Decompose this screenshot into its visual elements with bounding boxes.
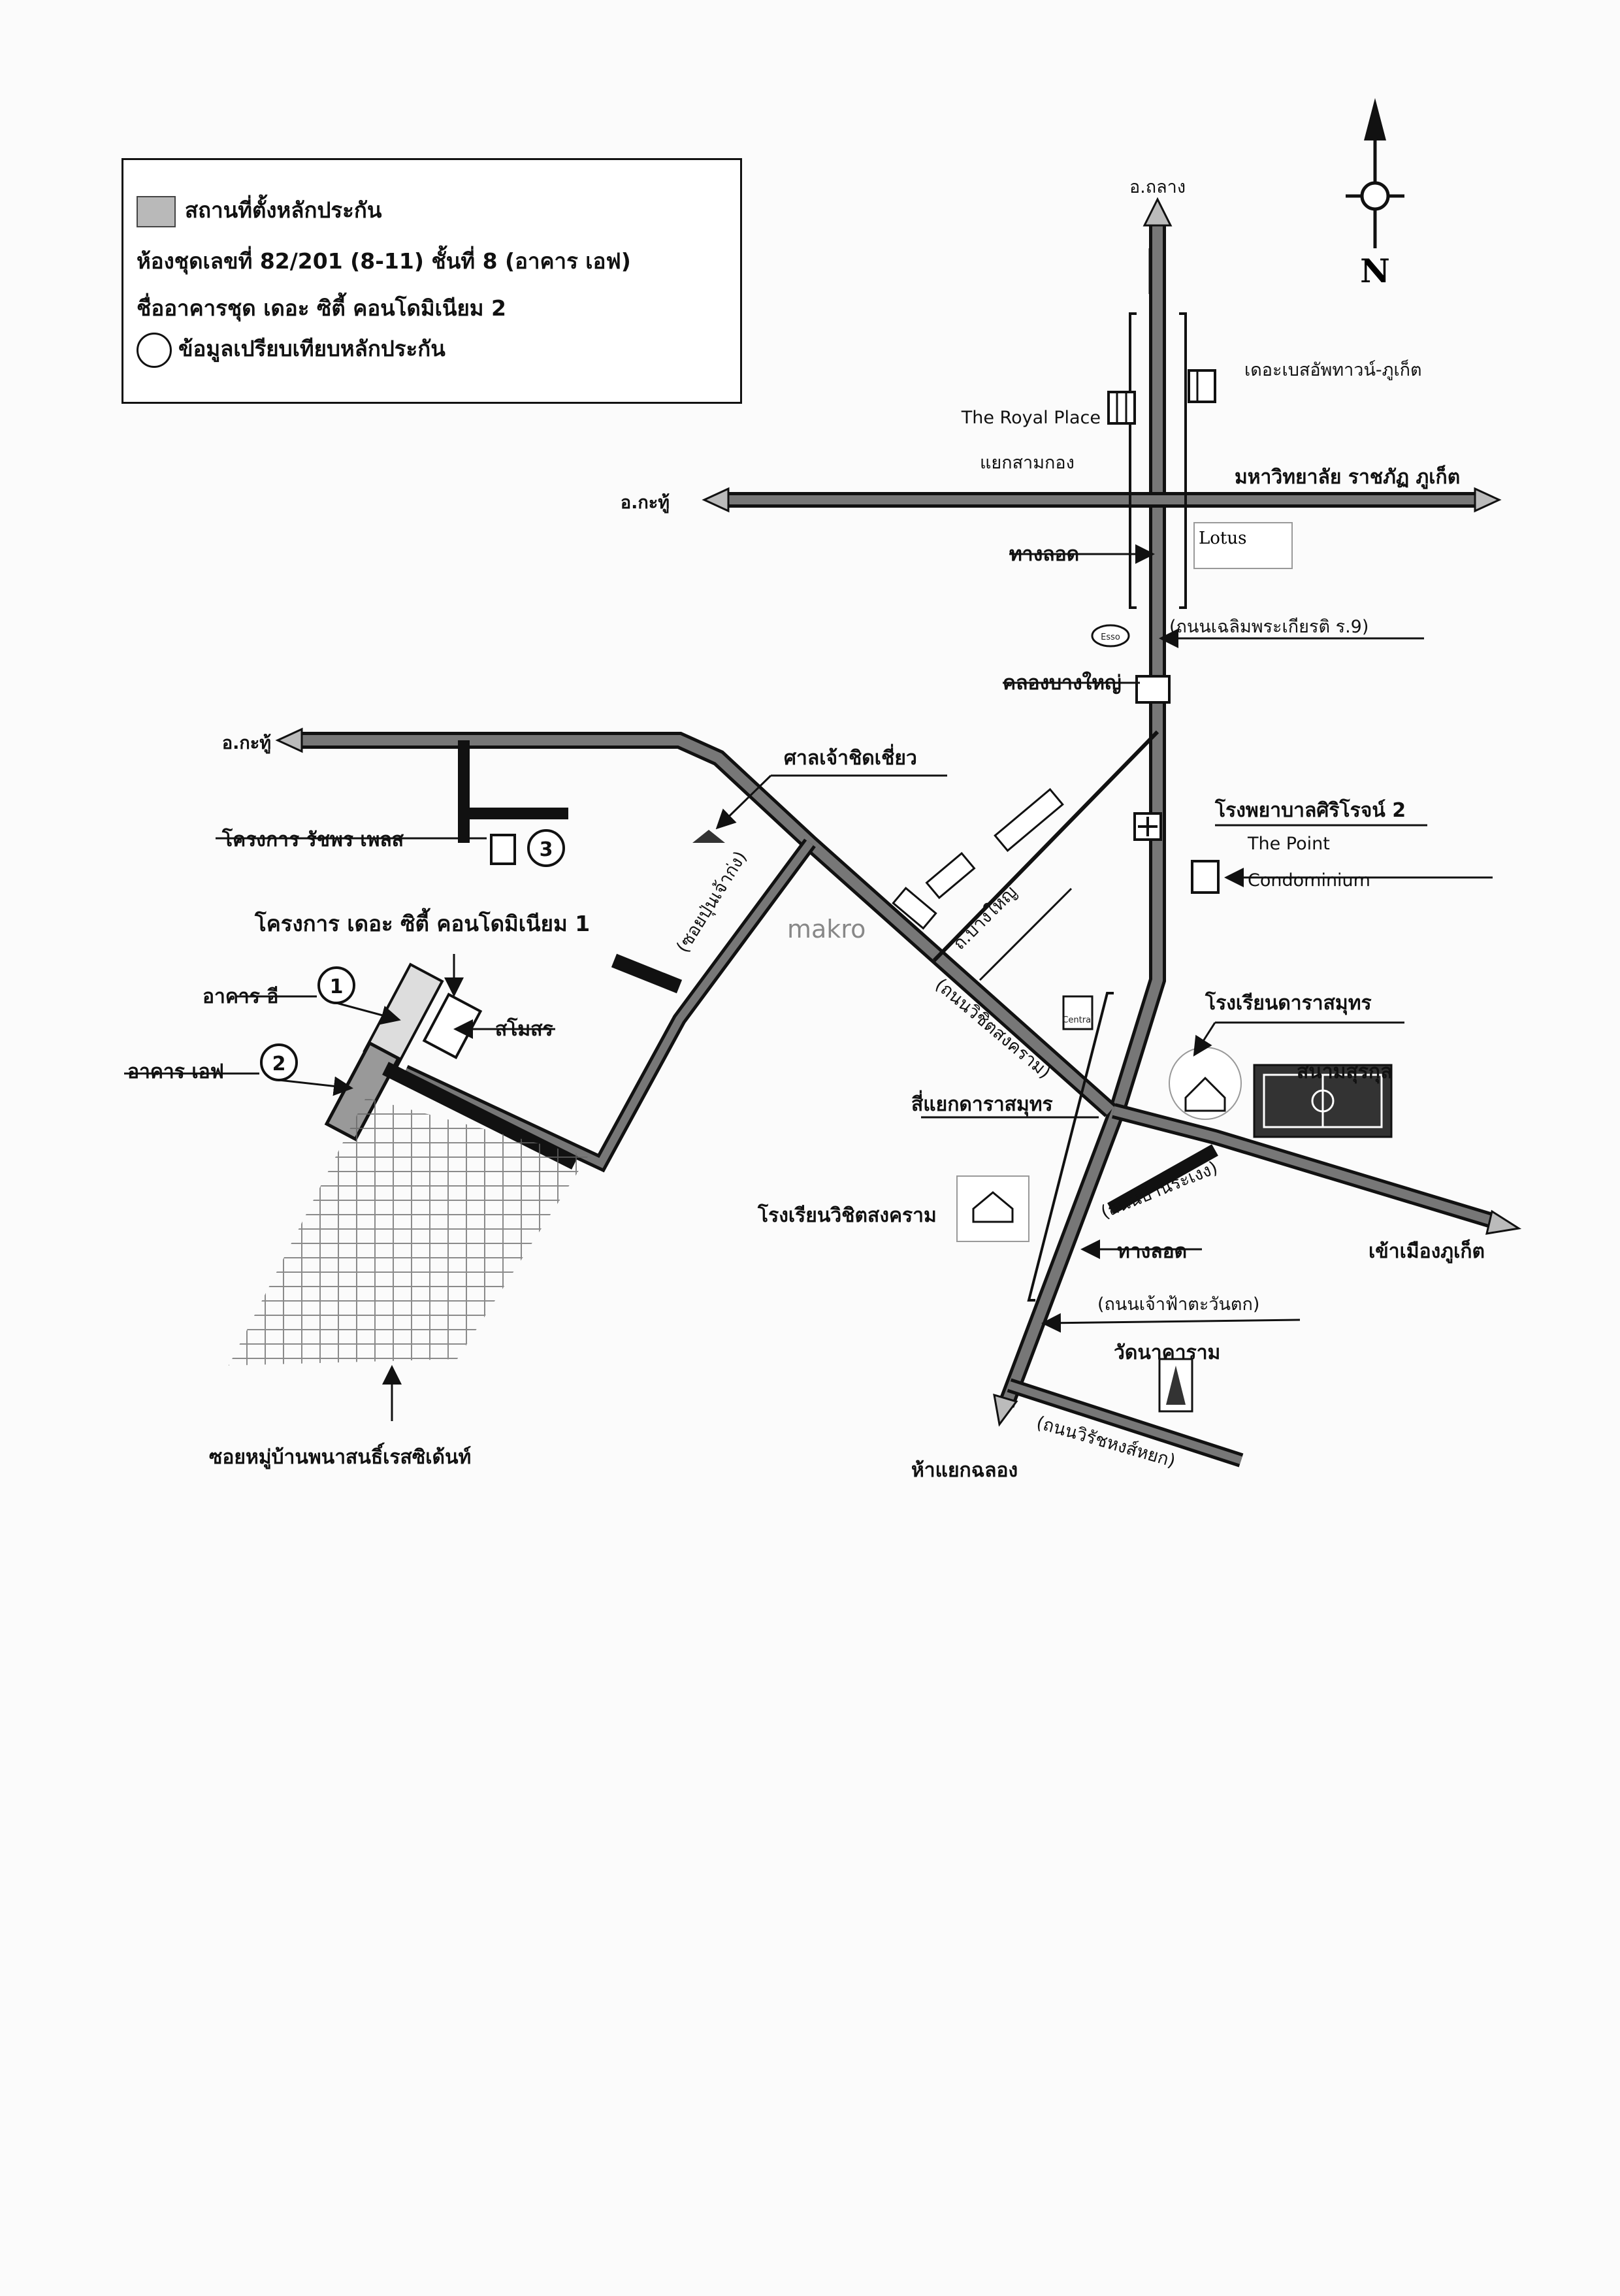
north-label: N: [1360, 252, 1390, 290]
central-label: Central: [1062, 1015, 1093, 1025]
dara-junction-label: สี่แยกดาราสมุทร: [911, 1090, 1053, 1117]
comparison-circle-icon: [137, 332, 172, 368]
royal-place-building-icon: [1107, 391, 1136, 425]
dara-school-icon: [1169, 1047, 1242, 1120]
wichit-school-label: โรงเรียนวิชิตสงคราม: [757, 1203, 937, 1227]
siriroj-hospital-label: โรงพยาบาลศิริโรจน์ 2: [1214, 798, 1406, 822]
wichit-school-icon: [956, 1175, 1029, 1242]
the-base-label: เดอะเบสอัพทาวน์-ภูเก็ต: [1244, 358, 1422, 380]
clubhouse-block: [422, 992, 483, 1060]
clubhouse-label: สโมสร: [495, 1017, 553, 1041]
legend-building-line: ชื่ออาคารชุด เดอะ ซิตี้ คอนโดมิเนียม 2: [137, 295, 507, 321]
underpass-1-label: ทางลอด: [1009, 543, 1079, 566]
surakul-stadium-label: สนามสุรกุล: [1297, 1060, 1392, 1084]
marker-3-label: 3: [540, 838, 553, 861]
shrine-icon: [692, 830, 725, 843]
north-arrow-icon: N: [1346, 98, 1404, 290]
chalong-junction-label: ห้าแยกฉลอง: [911, 1459, 1018, 1482]
yaek-samkong-label: แยกสามกอง: [980, 453, 1075, 473]
rajabhat-label: มหาวิทยาลัย ราชภัฏ ภูเก็ต: [1235, 465, 1460, 489]
to-phuket-town-label: เข้าเมืองภูเก็ต: [1369, 1239, 1485, 1264]
wichit-road-label: (ถนนวิชิตสงคราม): [932, 975, 1055, 1083]
royal-place-label: The Royal Place: [961, 408, 1101, 428]
the-point-building-icon: [1191, 860, 1220, 894]
legend-box: สถานที่ตั้งหลักประกัน ห้องชุดเลขที่ 82/2…: [122, 158, 742, 404]
city-condo-site: [229, 962, 588, 1366]
rachaporn-building-icon: [490, 834, 516, 865]
esso-label: Esso: [1101, 632, 1120, 642]
khlong-bang-yai-label: คลองบางใหญ่: [1003, 671, 1122, 695]
legend-unit-line: ห้องชุดเลขที่ 82/201 (8-11) ชั้นที่ 8 (อ…: [137, 248, 631, 274]
makro-buildings: [892, 788, 1064, 930]
lotus-logo-icon: [1193, 522, 1293, 569]
panason-village-area: [229, 1098, 588, 1366]
underpass-2-label: ทางลอด: [1117, 1240, 1187, 1263]
kathu-left-label: อ.กะทู้: [222, 733, 271, 754]
wat-nakharam-label: วัดนาคาราม: [1114, 1341, 1220, 1364]
city-condo-1-label: โครงการ เดอะ ซิตี้ คอนโดมิเนียม 1: [254, 908, 590, 936]
lotus-label: Lotus: [1199, 529, 1246, 548]
chalerm-road-label: (ถนนเฉลิมพระเกียรติ ร.9): [1169, 617, 1369, 637]
building-e-label: อาคาร อี: [202, 985, 278, 1008]
condominium-label: Condominium: [1248, 870, 1370, 891]
bang-yai-road-label: ถ.บางใหญ่: [948, 881, 1021, 954]
bridge-icon: [1135, 675, 1171, 704]
thalang-label: อ.ถลาง: [1129, 177, 1186, 197]
legend-collateral-label: สถานที่ตั้งหลักประกัน: [185, 197, 382, 223]
the-base-building-icon: [1188, 369, 1216, 403]
marker-3-icon: [527, 829, 565, 867]
central-logo-icon: [1062, 995, 1094, 1030]
dara-school-label: โรงเรียนดาราสมุทร: [1205, 991, 1372, 1015]
collateral-swatch-icon: [137, 195, 176, 227]
legend-comparison-row: ข้อมูลเปรียบเทียบหลักประกัน: [137, 331, 446, 368]
marker-2-label: 2: [272, 1053, 286, 1075]
building-f-label: อาคาร เอฟ: [127, 1060, 224, 1083]
panason-village-label: ซอยหมู่บ้านพนาสนธิ์เรสซิเด้นท์: [209, 1442, 471, 1469]
marker-1-label: 1: [330, 976, 344, 998]
the-point-label: The Point: [1247, 834, 1330, 854]
shrine-label: ศาลเจ้าชิดเชี่ยว: [784, 744, 917, 770]
wat-nakharam-icon: [1158, 1358, 1193, 1413]
legend-collateral-row: สถานที่ตั้งหลักประกัน: [137, 193, 381, 227]
chao-fa-road-label: (ถนนเจ้าฟ้าตะวันตก): [1097, 1294, 1259, 1315]
legend-comparison-label: ข้อมูลเปรียบเทียบหลักประกัน: [178, 336, 446, 361]
rachaporn-label: โครงการ รัชพร เพลส: [221, 827, 404, 851]
kathu-top-label: อ.กะทู้: [621, 493, 670, 514]
esso-logo-icon: [1091, 624, 1130, 648]
stadium-icon: [1253, 1064, 1393, 1138]
roads: [275, 197, 1522, 1468]
ban-rakhaeng-road-label: (ถนนบ้านระเงง): [1098, 1158, 1220, 1223]
makro-label: makro: [787, 915, 866, 943]
